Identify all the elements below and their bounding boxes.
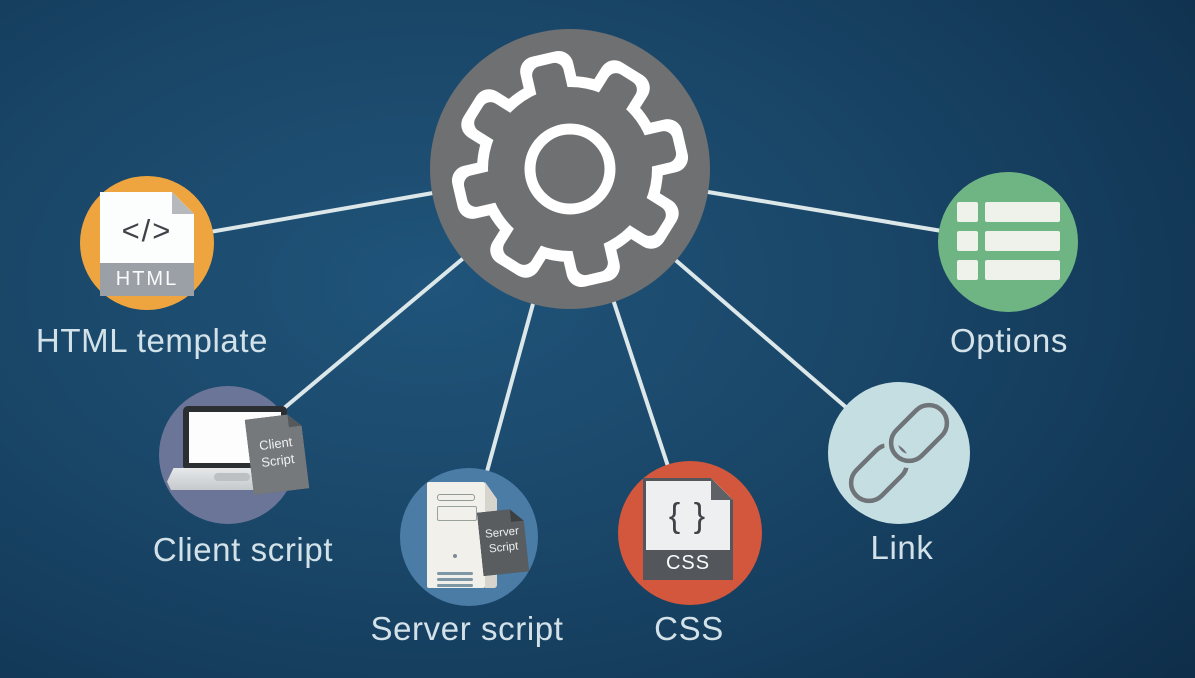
label-link: Link xyxy=(870,529,934,566)
css-file-icon: { } CSS xyxy=(643,478,733,580)
label-options: Options xyxy=(950,322,1068,359)
drive-slot xyxy=(437,494,475,501)
hub-circle xyxy=(430,29,710,309)
node-server-script: Server Script xyxy=(400,468,538,606)
label-client-script: Client script xyxy=(152,531,334,568)
html-file-icon: </> HTML xyxy=(100,192,194,296)
gear-icon xyxy=(430,29,710,309)
vents xyxy=(437,572,473,590)
html-file-label: HTML xyxy=(100,263,194,296)
node-options xyxy=(938,172,1078,312)
chain-link-icon xyxy=(848,398,954,504)
code-glyph: </> xyxy=(121,213,173,248)
client-script-card: Client Script xyxy=(245,413,310,495)
list-icon xyxy=(957,202,1060,280)
node-link xyxy=(828,382,970,524)
label-server-script: Server script xyxy=(370,610,564,647)
braces-glyph: { } xyxy=(668,496,708,535)
card-fold xyxy=(510,508,524,522)
node-html-template: </> HTML xyxy=(80,176,214,310)
node-css: { } CSS xyxy=(618,461,762,605)
server-script-card: Server Script xyxy=(477,508,529,576)
css-file-label: CSS xyxy=(646,550,730,577)
node-client-script: Client Script xyxy=(159,386,297,524)
label-css: CSS xyxy=(654,610,724,647)
label-html-template: HTML template xyxy=(35,322,269,359)
drive-bay xyxy=(437,506,477,521)
power-led xyxy=(453,554,457,558)
